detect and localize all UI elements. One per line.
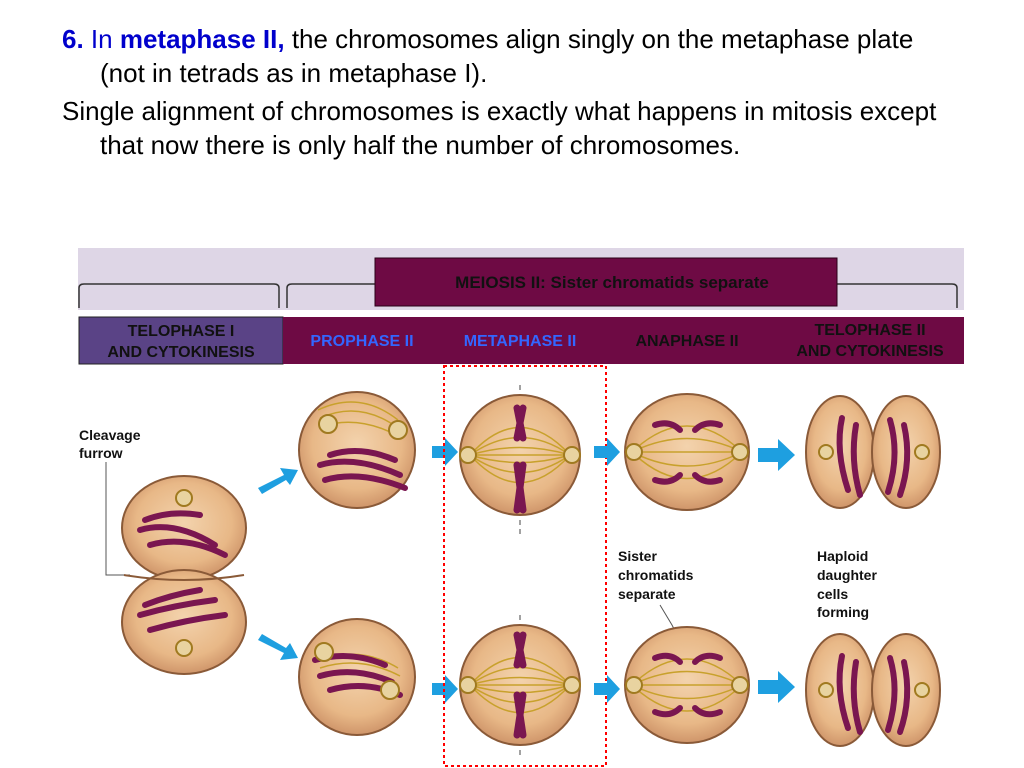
telophase-ii-cell-top xyxy=(805,395,941,509)
stage-telophase-i-line2: AND CYTOKINESIS xyxy=(107,344,255,361)
label-sister-1: Sister xyxy=(618,548,657,564)
bracket-left xyxy=(78,283,280,308)
arrow-to-prophase-bottom xyxy=(258,634,298,660)
lead-word: In xyxy=(90,24,113,54)
label-cleavage-1: Cleavage xyxy=(79,427,141,443)
anaphase-ii-cell-top xyxy=(624,393,750,511)
label-haploid-4: forming xyxy=(817,604,869,620)
stage-metaphase-ii: METAPHASE II xyxy=(464,333,577,350)
telophase-i-box xyxy=(78,316,284,365)
stage-telophase-i-line1: TELOPHASE I xyxy=(128,323,235,340)
label-sister-2: chromatids xyxy=(618,567,694,583)
arrow-to-anaphase-top xyxy=(594,438,620,466)
text-block: 6. In metaphase II, the chromosomes alig… xyxy=(62,22,962,162)
metaphase-ii-cell-bottom xyxy=(459,624,581,746)
label-haploid-3: cells xyxy=(817,586,848,602)
stage-telophase-ii-line2: AND CYTOKINESIS xyxy=(796,343,944,360)
meiosis-ii-banner-label: MEIOSIS II: Sister chromatids separate xyxy=(455,273,769,292)
label-haploid-2: daughter xyxy=(817,567,877,583)
arrow-to-prophase-top xyxy=(258,468,298,494)
meiosis-ii-banner xyxy=(374,257,838,307)
stage-telophase-ii-line1: TELOPHASE II xyxy=(814,322,925,339)
keyword-metaphase-ii: metaphase II, xyxy=(119,24,285,54)
anaphase-ii-cell-bottom xyxy=(624,626,750,744)
item-number: 6. xyxy=(62,24,84,54)
prophase-ii-cell-bottom xyxy=(298,618,416,736)
metaphase-highlight-box xyxy=(443,365,607,767)
paragraph-single-alignment: Single alignment of chromosomes is exact… xyxy=(62,96,937,160)
paragraph-1-rest: the chromosomes align singly on the meta… xyxy=(100,24,914,88)
telophase-ii-cell-bottom xyxy=(805,633,941,747)
label-haploid-1: Haploid xyxy=(817,548,868,564)
label-cleavage-2: furrow xyxy=(79,445,123,461)
cleavage-pointer xyxy=(105,462,130,576)
stage-prophase-ii: PROPHASE II xyxy=(310,333,413,350)
stage-bar xyxy=(283,317,964,364)
arrow-to-telophase-bottom xyxy=(758,671,795,703)
arrow-to-telophase-top xyxy=(758,439,795,471)
arrow-to-anaphase-bottom xyxy=(594,675,620,703)
label-sister-3: separate xyxy=(618,586,676,602)
metaphase-ii-cell-top xyxy=(459,394,581,516)
telophase-i-cell xyxy=(121,475,247,675)
paragraph-metaphase-ii: 6. In metaphase II, the chromosomes alig… xyxy=(62,22,962,90)
stage-anaphase-ii: ANAPHASE II xyxy=(635,333,738,350)
prophase-ii-cell-top xyxy=(298,391,416,509)
